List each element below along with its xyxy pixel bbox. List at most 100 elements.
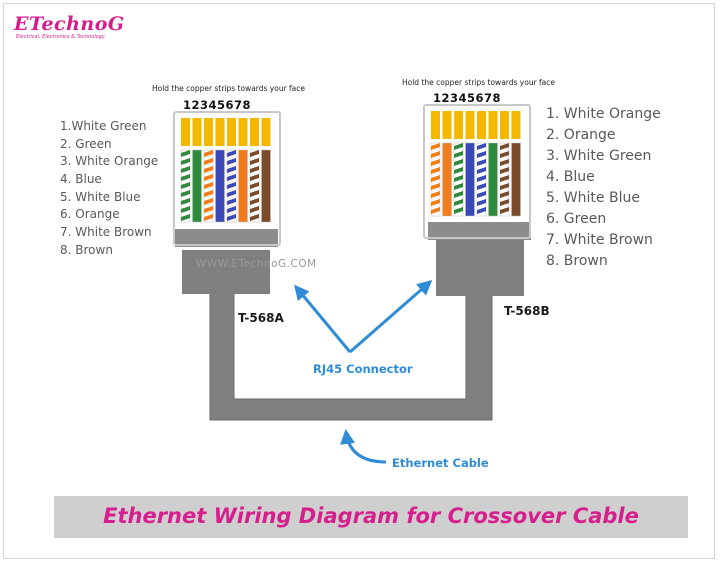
- rj45-connector-a: [173, 111, 281, 294]
- b-copper-pin-4: [465, 111, 475, 139]
- a-copper-pin-7: [250, 118, 259, 146]
- a-wire-1-stripe: [181, 198, 190, 205]
- a-wire-6: [238, 149, 248, 223]
- connector-b-standard: T-568B: [504, 304, 550, 318]
- brand-logo: ETechnoG Electrical, Electronics & Techn…: [14, 13, 125, 40]
- a-wire-2: [192, 149, 202, 223]
- connector-b-clip: [428, 222, 531, 240]
- a-wire-3-stripe: [204, 174, 213, 181]
- b-wire-3-stripe: [454, 183, 463, 190]
- a-wire-5-stripe: [227, 150, 236, 157]
- connector-a-housing: [173, 111, 281, 246]
- b-wire-6: [488, 142, 498, 217]
- b-wire-3-stripe: [454, 151, 463, 158]
- b-wire-7-stripe: [500, 199, 509, 206]
- a-wire-7-stripe: [250, 190, 259, 197]
- watermark: WWW.ETechnoG.COM: [196, 258, 317, 270]
- a-wire-3-stripe: [204, 190, 213, 197]
- rj45-arrows: [294, 280, 433, 354]
- a-wire-1-stripe: [181, 206, 190, 213]
- pin-b-8: 8. Brown: [546, 253, 608, 269]
- b-wire-5-stripe: [477, 175, 486, 182]
- b-wire-4: [465, 142, 475, 217]
- pin-b-2: 2. Orange: [546, 127, 616, 143]
- a-wire-7-stripe: [250, 198, 259, 205]
- logo-wordmark: ETechnoG: [14, 13, 125, 35]
- b-wire-3-stripe: [454, 191, 463, 198]
- connector-b-wires: [430, 111, 521, 217]
- b-copper-pin-2: [442, 111, 452, 139]
- b-wire-7-stripe: [500, 143, 509, 150]
- arrow-to-connector-b: [349, 280, 433, 354]
- pin-b-4: 4. Blue: [546, 169, 595, 185]
- connector-b-pinout-list: 1. White Orange 2. Orange 3. White Green…: [546, 104, 661, 272]
- b-wire-5-stripe: [477, 183, 486, 190]
- pin-b-7: 7. White Brown: [546, 232, 653, 248]
- b-wire-3-stripe: [454, 199, 463, 206]
- b-copper-pin-7: [500, 111, 509, 139]
- b-wire-7-stripe: [500, 167, 509, 174]
- b-copper-pin-1: [431, 111, 440, 139]
- connector-b-boot: [436, 236, 524, 296]
- b-wire-2: [442, 142, 452, 217]
- b-wire-7-stripe: [500, 151, 509, 158]
- pin-a-2: 2. Green: [60, 136, 112, 151]
- rj45-connector-b: [423, 104, 531, 296]
- b-wire-1-stripe: [431, 159, 440, 166]
- pin-a-7: 7. White Brown: [60, 225, 152, 240]
- arrow-to-cable: [340, 429, 387, 464]
- b-wire-5-stripe: [477, 199, 486, 206]
- a-wire-5-stripe: [227, 158, 236, 165]
- logo-tagline: Electrical, Electronics & Technology: [16, 34, 105, 40]
- a-wire-7-stripe: [250, 150, 259, 157]
- b-copper-pin-6: [488, 111, 498, 139]
- a-wire-1-stripe: [181, 182, 190, 189]
- a-wire-3-stripe: [204, 214, 213, 221]
- a-wire-4: [215, 149, 225, 223]
- a-wire-3-stripe: [204, 198, 213, 205]
- b-wire-1-stripe: [431, 167, 440, 174]
- b-copper-pin-5: [477, 111, 486, 139]
- pin-b-1: 1. White Orange: [546, 106, 661, 122]
- a-wire-1-stripe: [181, 214, 190, 221]
- a-wire-5-stripe: [227, 206, 236, 213]
- b-wire-3-stripe: [454, 159, 463, 166]
- a-wire-3-stripe: [204, 166, 213, 173]
- a-wire-5-stripe: [227, 174, 236, 181]
- a-wire-5-stripe: [227, 166, 236, 173]
- b-copper-pin-8: [511, 111, 521, 139]
- a-wire-5-stripe: [227, 214, 236, 221]
- a-wire-5-stripe: [227, 198, 236, 205]
- a-wire-3-stripe: [204, 182, 213, 189]
- a-wire-8: [261, 149, 271, 223]
- a-wire-5-stripe: [227, 182, 236, 189]
- b-wire-1-stripe: [431, 183, 440, 190]
- b-wire-1-stripe: [431, 207, 440, 214]
- diagram-title: Ethernet Wiring Diagram for Crossover Ca…: [103, 504, 639, 528]
- a-copper-pin-5: [227, 118, 236, 146]
- a-wire-5-stripe: [227, 190, 236, 197]
- connector-a-pinout-list: 1.White Green 2. Green 3. White Orange 4…: [60, 118, 158, 260]
- pin-a-4: 4. Blue: [60, 172, 102, 187]
- b-wire-1-stripe: [431, 199, 440, 206]
- a-wire-1-stripe: [181, 150, 190, 157]
- arrow-to-connector-a: [294, 284, 352, 353]
- pin-a-6: 6. Orange: [60, 207, 120, 222]
- b-wire-1-stripe: [431, 191, 440, 198]
- pin-a-8: 8. Brown: [60, 242, 113, 257]
- pin-a-5: 5. White Blue: [60, 189, 141, 204]
- b-wire-7-stripe: [500, 175, 509, 182]
- b-wire-3-stripe: [454, 207, 463, 214]
- pin-a-1: 1.White Green: [60, 119, 147, 133]
- connector-a-instruction: Hold the copper strips towards your face: [152, 84, 306, 93]
- a-copper-pin-3: [204, 118, 213, 146]
- b-wire-3-stripe: [454, 167, 463, 174]
- b-wire-5-stripe: [477, 191, 486, 198]
- a-wire-7-stripe: [250, 166, 259, 173]
- a-copper-pin-8: [261, 118, 271, 146]
- a-wire-1-stripe: [181, 174, 190, 181]
- b-wire-5-stripe: [477, 159, 486, 166]
- b-wire-1-stripe: [431, 175, 440, 182]
- a-copper-pin-2: [192, 118, 202, 146]
- connector-a-clip: [175, 229, 278, 247]
